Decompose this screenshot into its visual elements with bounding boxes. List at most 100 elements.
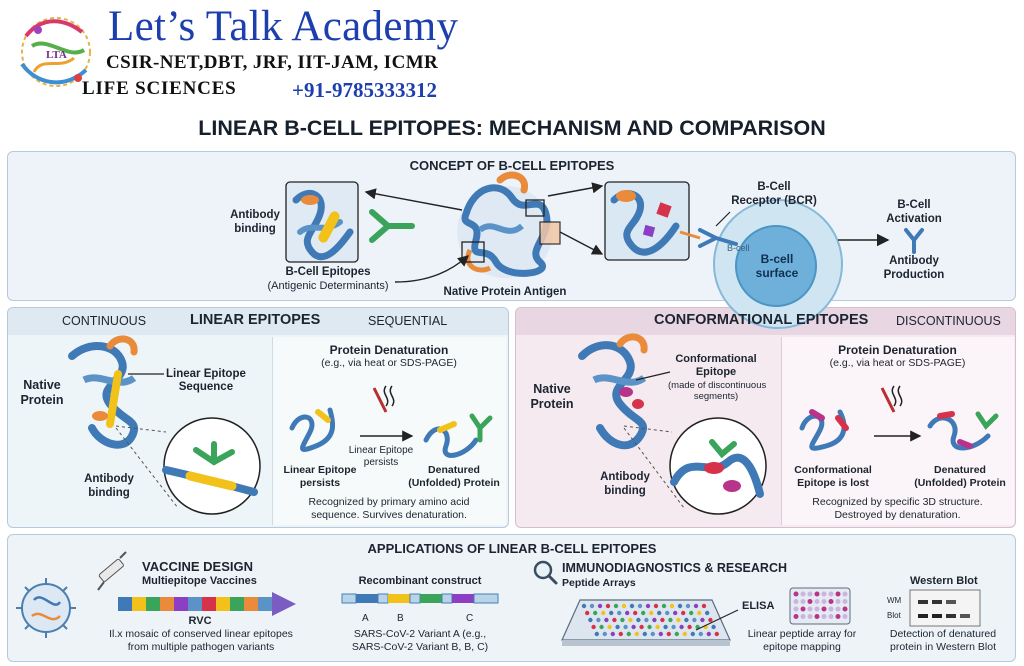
magnifier-icon [533,560,558,585]
array-spot [641,610,646,616]
bcr-line1: B-Cell [757,181,791,193]
array-spot [596,617,601,623]
conf-lost-label: Conformational Epitope is lost [786,464,880,490]
linear-note: Recognized by primary amino acid sequenc… [272,496,506,522]
array-spot [663,624,668,630]
array-spot [698,631,703,637]
elisa-well [800,614,806,619]
array-spot [618,631,623,637]
array-spot [628,617,633,623]
array-spot [607,624,612,630]
array-spot [671,624,676,630]
array-desc-line2: epitope mapping [763,640,841,653]
array-spot [644,617,649,623]
bcell-surface-line2: surface [755,266,799,280]
array-spot [657,610,662,616]
array-spot [692,617,697,623]
elisa-well [800,591,806,597]
epitopes-label: B-Cell Epitopes [285,266,371,278]
array-description: Linear peptide array for epitope mapping [740,628,864,653]
conformational-native-protein [578,333,648,450]
array-spot [690,631,695,637]
array-spot [706,631,711,637]
linear-epitopes-heading: LINEAR EPITOPES [190,312,321,328]
elisa-well [835,591,841,597]
production-line2: Production [883,269,945,281]
conf-denatured-label: Denatured (Unfolded) Protein [908,464,1012,490]
recombinant-construct-title: Recombinant construct [358,575,482,587]
activation-line2: Activation [886,213,942,225]
array-spot [621,603,627,609]
conf-denatured-line2: (Unfolded) Protein [914,477,1006,489]
antibody-production-label: Antibody Production [876,254,952,282]
linear-note-line2: sequence. Survives denaturation. [311,509,467,521]
wb-lane-blot: Blot [887,611,901,620]
array-spot [634,631,639,637]
linear-antibody-binding-label: Antibody binding [76,472,142,500]
academy-phone[interactable]: +91-9785333312 [292,78,437,102]
persists-left-line1: Linear Epitope [283,464,357,476]
elisa-well [800,599,806,604]
array-spot [714,631,719,637]
conf-epitope-line1: Conformational [675,353,757,365]
recombinant-construct-bar [341,593,499,604]
construct-part-b: B [397,613,404,624]
linear-denaturation-title: Protein Denaturation [329,343,449,357]
concept-heading: CONCEPT OF B-CELL EPITOPES [409,158,615,173]
construct-description: SARS-CoV-2 Variant A (e.g., SARS-CoV-2 V… [330,628,510,653]
rvc-desc-line1: Il.x mosaic of conserved linear epitopes [109,628,293,640]
array-spot [649,610,654,616]
elisa-well [807,606,813,612]
array-spot [666,631,671,637]
elisa-well [828,614,834,619]
b-cell [679,199,843,329]
array-spot [673,610,678,616]
array-spot [620,617,625,623]
elisa-well [842,599,848,604]
western-blot-membrane [909,589,981,627]
array-spot [665,610,670,616]
native-protein-antigen [457,171,561,278]
array-spot [650,631,655,637]
conf-denaturation-title: Protein Denaturation [838,343,957,357]
array-spot [613,603,619,609]
linear-native-line1: Native [23,378,61,392]
construct-part-a: A [362,613,369,624]
elisa-well [821,606,827,612]
logo-text: LTA [46,49,67,61]
elisa-well [814,606,820,612]
bcell-surface-label: B-cell surface [746,252,808,280]
continuous-tag: CONTINUOUS [62,314,147,328]
array-spot [697,610,702,616]
construct-part-c: C [466,613,474,624]
elisa-well [814,614,820,619]
construct-desc-line2: SARS-CoV-2 Variant B, B, C) [351,640,489,653]
linear-sequence-label: Linear Epitope Sequence [166,368,246,394]
linear-denatured-line1: Denatured [428,464,480,476]
rvc-label: RVC [188,615,212,627]
array-spot [645,603,651,609]
linear-header-band [8,308,508,335]
wb-lane-wm: WM [887,596,902,605]
bcell-surface-line1: B-cell [760,252,794,266]
array-spot [642,631,647,637]
elisa-well [842,591,848,597]
antibody-icon [369,209,415,243]
array-spot [602,631,607,637]
conf-epitope-line2: Epitope [695,366,737,378]
array-spot [639,624,644,630]
elisa-well [821,614,827,619]
array-spot [701,603,707,609]
array-spot [647,624,652,630]
array-desc-line1: Linear peptide array for [747,628,857,640]
conf-sub-line1: (made of discontinuous [668,380,767,391]
array-spot [658,631,663,637]
elisa-well [793,614,799,619]
sequence-line1: Linear Epitope [166,368,246,380]
conf-native-label: Native Protein [524,382,580,412]
elisa-well [814,599,820,604]
array-spot [581,603,587,609]
array-spot [687,624,692,630]
wb-desc-line2: protein in Western Blot [889,640,997,653]
